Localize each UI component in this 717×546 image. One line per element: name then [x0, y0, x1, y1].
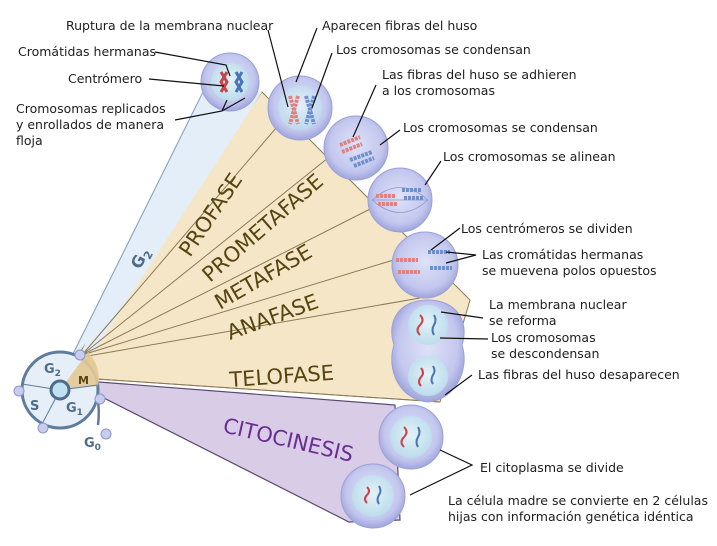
checkpoint-dot	[94, 393, 106, 405]
checkpoint-dot	[13, 385, 25, 397]
leader-lines	[148, 27, 489, 496]
annotation-cromatidas-mueven-1: Las cromátidas hermanas	[482, 247, 643, 262]
annotation-citoplasma-divide: El citoplasma se divide	[480, 460, 624, 475]
annotation-cromosomas-replicados-2: y enrollados de manera	[16, 117, 164, 132]
cycle-label-g1: G1	[66, 401, 83, 418]
annotation-fibras-adhieren-2: a los cromosomas	[382, 83, 495, 98]
annotation-condensan-1: Los cromosomas se condensan	[336, 42, 531, 57]
cycle-label-m: M	[78, 374, 89, 387]
checkpoint-dot	[74, 349, 86, 361]
cell-telofase	[391, 299, 465, 403]
cell-profase	[267, 75, 333, 141]
annotation-fibras-huso: Aparecen fibras del huso	[322, 18, 477, 33]
cycle-label-g2: G2	[44, 362, 61, 379]
checkpoint-dot	[37, 422, 49, 434]
cell-metafase	[367, 167, 433, 233]
annotation-membrana-reforma-1: La membrana nuclear	[489, 297, 627, 312]
annotation-alinean: Los cromosomas se alinean	[443, 149, 616, 164]
annotation-cromatidas-mueven-2: se muevena polos opuestos	[482, 263, 657, 278]
cycle-label-g0: G0	[84, 436, 101, 453]
checkpoint-dot	[100, 428, 112, 440]
cell-daughter-1	[378, 404, 444, 470]
annotation-fibras-desaparecen: Las fibras del huso desaparecen	[478, 367, 680, 382]
annotation-cromatidas-hermanas: Cromátidas hermanas	[18, 44, 156, 59]
annotation-centromero: Centrómero	[68, 71, 142, 86]
annotation-celula-madre-1: La célula madre se convierte en 2 célula…	[448, 493, 708, 508]
annotation-celula-madre-2: hijas con información genética idéntica	[448, 509, 694, 524]
cell-prometafase	[323, 115, 389, 181]
annotation-ruptura-membrana: Ruptura de la membrana nuclear	[66, 18, 274, 33]
annotations: Cromátidas hermanas Centrómero Cromosoma…	[16, 18, 708, 524]
annotation-membrana-reforma-2: se reforma	[489, 313, 557, 328]
cell-anafase	[391, 231, 459, 299]
cell-cycle-wheel: G2 S G1 G0 M	[13, 349, 112, 453]
annotation-fibras-adhieren-1: Las fibras del huso se adhieren	[382, 67, 577, 82]
annotation-descondensan-2: se descondensan	[491, 346, 599, 361]
annotation-descondensan-1: Los cromosomas	[491, 330, 596, 345]
cycle-label-s: S	[30, 399, 39, 414]
cell-g2	[200, 52, 260, 112]
annotation-cromosomas-replicados-3: floja	[16, 133, 43, 148]
cell-daughter-2	[340, 463, 406, 529]
annotation-condensan-2: Los cromosomas se condensan	[403, 120, 598, 135]
annotation-cromosomas-replicados-1: Cromosomas replicados	[16, 101, 166, 116]
phase-dividers	[81, 99, 441, 403]
annotation-centromeros-dividen: Los centrómeros se dividen	[461, 221, 633, 236]
